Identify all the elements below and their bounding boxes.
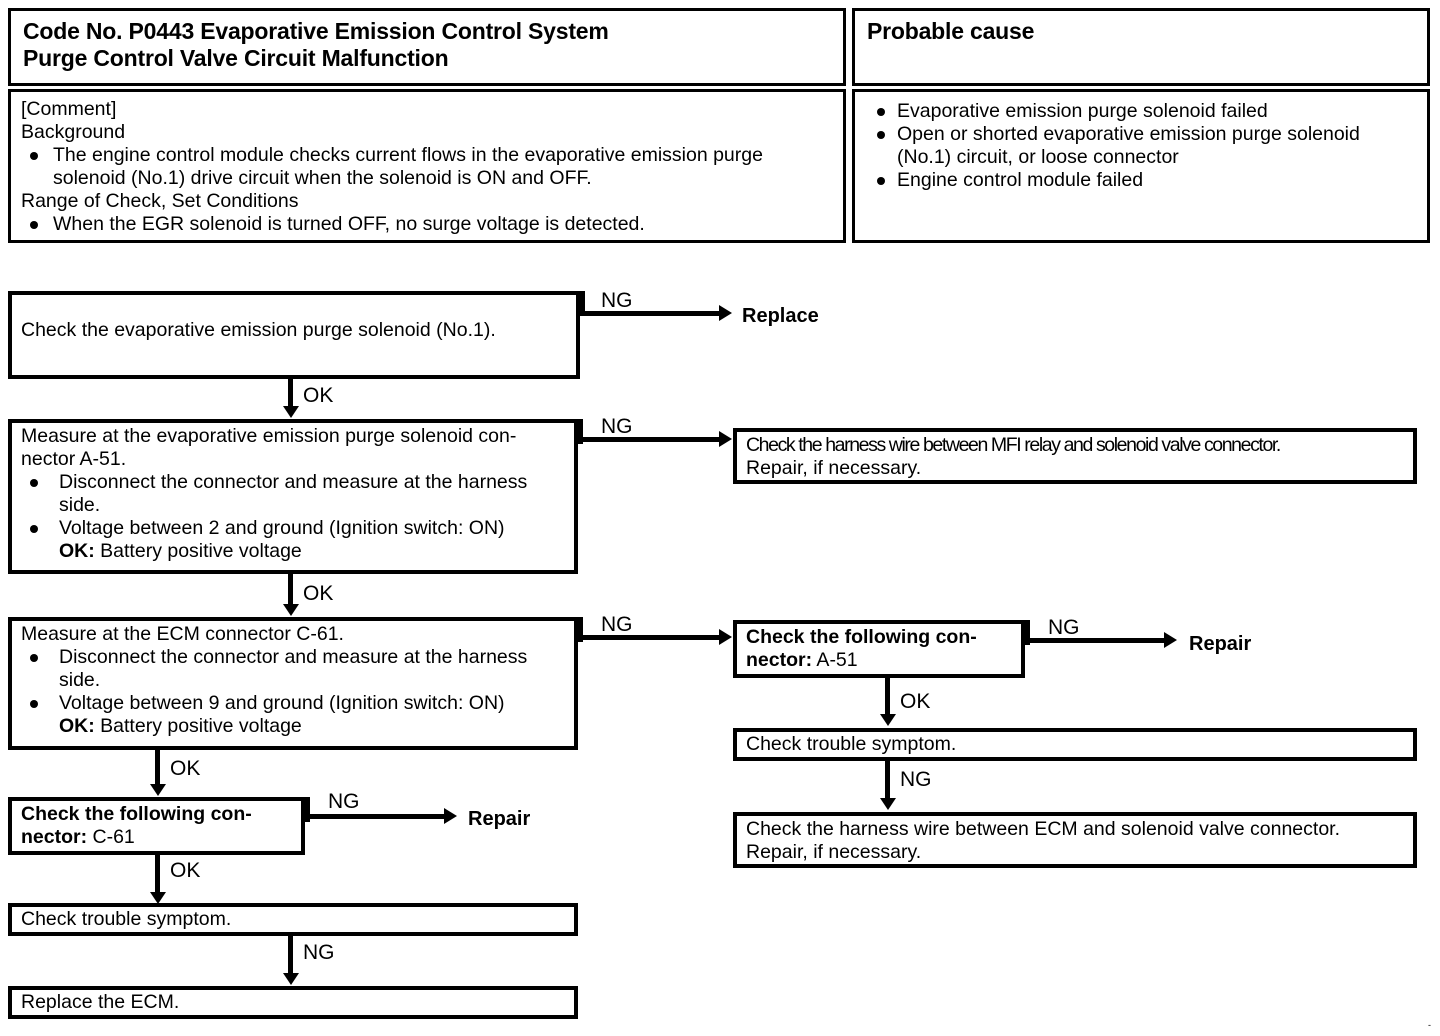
terminal-replace: Replace [742,305,819,327]
connector-ok6 [149,855,166,904]
label-ng3: NG [601,613,633,636]
flow-box-check-connector-a51[interactable]: Check the following con- nector: A-51 [733,620,1025,678]
code-title-cell: Code No. P0443 Evaporative Emission Cont… [8,8,846,86]
range-bullet: When the EGR solenoid is turned OFF, no … [21,213,835,236]
connector-ok3 [149,750,166,796]
connector-ng6-arrow [305,808,457,824]
label-ok6: OK [170,859,201,882]
probable-cause-title-cell: Probable cause [852,8,1430,86]
connector-ng1-vertical [580,291,585,316]
flow-box-measure-ecm-c61[interactable]: Measure at the ECM connector C-61. Disco… [8,617,578,750]
connector-ng4-vertical [1025,620,1030,645]
flow-box-check-mfi-harness[interactable]: Check the harness wire between MFI relay… [733,428,1417,484]
probable-cause-cell: Evaporative emission purge solenoid fail… [852,89,1430,243]
label-ng5: NG [900,768,932,791]
flow-box-check-ecm-harness[interactable]: Check the harness wire between ECM and s… [733,812,1417,868]
probable-cause-title: Probable cause [867,18,1035,44]
terminal-repair-left: Repair [468,808,531,830]
connector-ok2 [282,574,299,616]
connector-ok1 [282,379,299,418]
connector-ng3-arrow [578,629,732,645]
connector-ng1-arrow [580,305,732,321]
flow-box-text: Measure at the ECM connector C-61. Disco… [12,621,574,738]
connector-ng6-vertical [305,797,310,822]
flow-box-text: Check trouble symptom. [21,908,232,930]
background-label: Background [21,121,126,143]
flow-box-text: Replace the ECM. [21,991,180,1013]
flow-box-check-connector-c61[interactable]: Check the following con- nector: C-61 [8,797,305,855]
connector-ng4-arrow [1025,632,1177,648]
flow-box-replace-ecm[interactable]: Replace the ECM. [8,986,578,1019]
code-title: Code No. P0443 Evaporative Emission Cont… [23,18,609,71]
label-ok3: OK [170,757,201,780]
label-ok-a51: OK [900,690,931,713]
flow-box-check-trouble-symptom-left[interactable]: Check trouble symptom. [8,903,578,936]
label-ok1: OK [303,384,334,407]
flow-box-text: Measure at the evaporative emission purg… [12,423,574,563]
list-item: Evaporative emission purge solenoid fail… [865,100,1419,123]
probable-cause-list: Evaporative emission purge solenoid fail… [855,92,1427,192]
connector-ng3-vertical [578,617,583,642]
flow-box-text: Check the harness wire between MFI relay… [746,434,1281,479]
flow-box-check-trouble-symptom-right[interactable]: Check trouble symptom. [733,728,1417,761]
list-item: Engine control module failed [865,169,1419,192]
label-ng6: NG [328,790,360,813]
flow-box-text: Check the evaporative emission purge sol… [21,319,496,341]
label-ng7: NG [303,941,335,964]
label-ng4: NG [1048,616,1080,639]
comment-body: [Comment] Background The engine control … [11,92,843,236]
list-item: Open or shorted evaporative emission pur… [865,123,1419,169]
label-ok2: OK [303,582,334,605]
flow-box-check-purge-solenoid[interactable]: Check the evaporative emission purge sol… [8,291,580,379]
connector-ng2-arrow [578,431,732,447]
connector-ok-a51 [879,678,896,726]
flow-box-measure-a51[interactable]: Measure at the evaporative emission purg… [8,419,578,574]
label-ng1: NG [601,289,633,312]
connector-ng2-vertical [578,419,583,444]
comment-cell: [Comment] Background The engine control … [8,89,846,243]
label-ng2: NG [601,415,633,438]
connector-ng7 [282,936,299,985]
terminal-repair-right: Repair [1189,633,1252,655]
flow-box-text: Check trouble symptom. [746,733,957,755]
page-marker: - [1428,1020,1431,1030]
range-label: Range of Check, Set Conditions [21,190,299,212]
flow-box-text: Check the following con- nector: C-61 [21,803,252,848]
flow-box-text: Check the harness wire between ECM and s… [746,818,1340,863]
flow-box-text: Check the following con- nector: A-51 [746,626,977,671]
connector-ng5 [879,761,896,810]
background-bullet: The engine control module checks current… [21,144,835,190]
comment-label: [Comment] [21,98,117,120]
